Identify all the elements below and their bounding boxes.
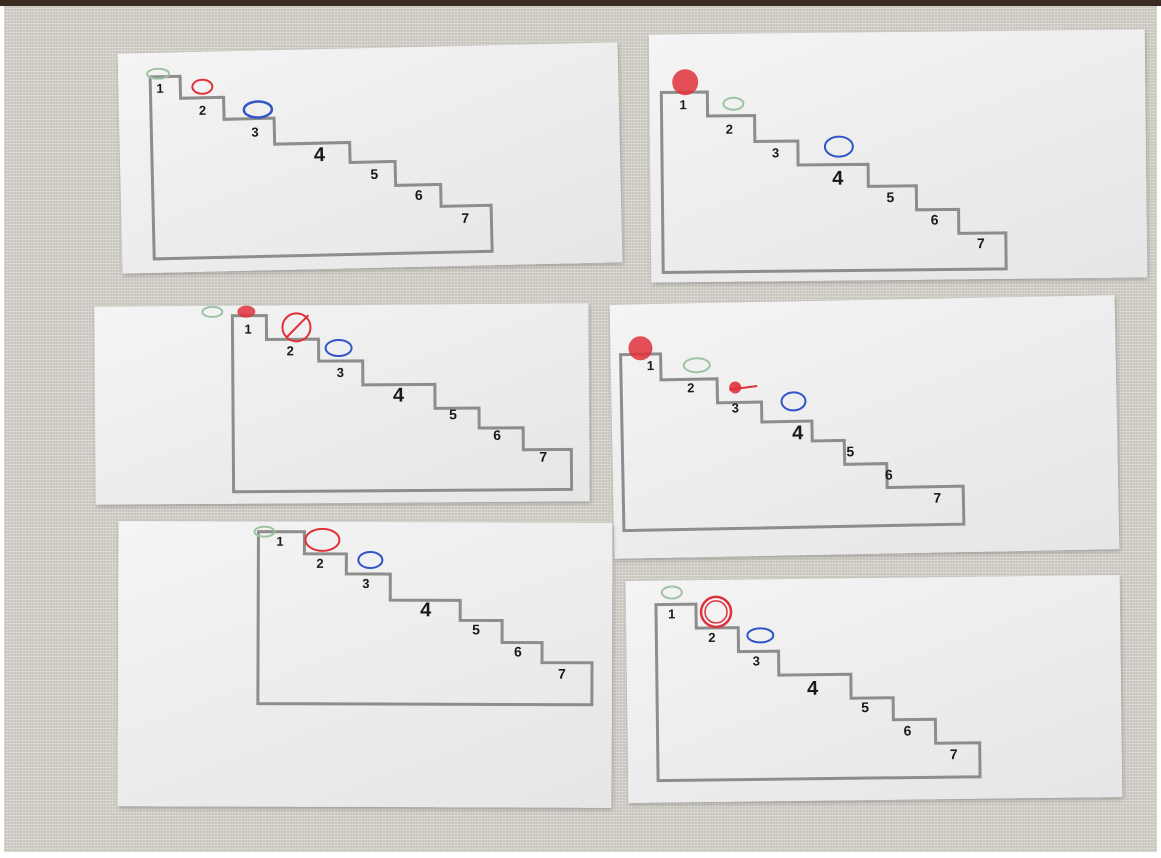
step-label: 7 — [558, 666, 566, 682]
red-marker-circle — [705, 601, 727, 623]
staircase-drawing: 1 2 3 4 5 6 7 — [649, 29, 1148, 282]
step-label: 6 — [931, 212, 939, 228]
step-label: 6 — [415, 187, 423, 203]
step-label: 5 — [449, 406, 457, 422]
step-label: 6 — [493, 427, 501, 443]
staircase-card-5: 1 2 3 4 5 6 7 — [118, 521, 613, 808]
staircase-card-4: 1 2 3 4 5 6 7 — [610, 295, 1120, 559]
step-label: 5 — [861, 699, 869, 715]
step-label: 5 — [472, 621, 480, 637]
step-label: 4 — [393, 385, 405, 407]
step-label: 2 — [726, 122, 733, 137]
blue-marker-circle — [326, 340, 352, 356]
step-label: 5 — [370, 166, 378, 182]
step-label: 4 — [314, 144, 326, 166]
staircase-card-3: 1 2 3 4 5 6 7 — [94, 303, 589, 504]
step-label: 6 — [514, 644, 522, 660]
step-label: 2 — [708, 630, 715, 645]
red-marker-circle — [192, 80, 212, 94]
blue-marker-circle — [747, 628, 773, 642]
step-label: 7 — [461, 210, 469, 226]
staircase-drawing: 1 2 3 4 5 6 7 — [118, 42, 623, 273]
step-label: 2 — [316, 556, 323, 571]
blue-marker-circle — [244, 101, 272, 118]
step-label: 1 — [679, 97, 686, 112]
staircase-card-2: 1 2 3 4 5 6 7 — [649, 29, 1148, 282]
step-label: 3 — [362, 576, 369, 591]
step-label: 5 — [846, 443, 854, 459]
red-marker-circle — [305, 529, 339, 551]
step-label: 1 — [647, 358, 655, 373]
step-label: 4 — [807, 678, 819, 700]
blue-marker-circle — [825, 136, 853, 156]
step-label: 3 — [251, 125, 259, 140]
step-label: 3 — [753, 653, 760, 668]
staircase-drawing: 1 2 3 4 5 6 7 — [118, 521, 613, 808]
staircase-card-6: 1 2 3 4 5 6 7 — [626, 575, 1123, 803]
green-marker-circle — [684, 358, 710, 372]
green-marker-circle — [662, 586, 682, 598]
staircase-drawing: 1 2 3 4 5 6 7 — [610, 295, 1120, 559]
staircase-card-1: 1 2 3 4 5 6 7 — [118, 42, 623, 273]
step-label: 7 — [977, 235, 985, 251]
green-marker-circle — [202, 307, 222, 317]
red-marker-circle — [628, 336, 652, 360]
blue-marker-circle — [358, 552, 382, 568]
step-label: 2 — [687, 380, 695, 395]
staircase-drawing: 1 2 3 4 5 6 7 — [626, 575, 1123, 803]
step-label: 1 — [276, 534, 283, 549]
step-label: 2 — [287, 343, 294, 358]
step-label: 1 — [244, 322, 251, 337]
step-label: 4 — [832, 168, 844, 190]
step-label: 6 — [885, 466, 893, 482]
red-marker-stroke — [286, 315, 308, 337]
step-label: 6 — [903, 723, 911, 739]
step-label: 3 — [772, 145, 779, 160]
blue-marker-circle — [781, 392, 805, 410]
step-label: 1 — [668, 606, 675, 621]
green-marker-circle — [723, 98, 743, 110]
step-label: 7 — [933, 490, 941, 506]
step-label: 4 — [792, 422, 804, 444]
step-label: 7 — [950, 746, 958, 762]
step-label: 4 — [420, 599, 432, 621]
step-label: 5 — [886, 189, 894, 205]
step-label: 3 — [731, 400, 739, 415]
staircase-drawing: 1 2 3 4 5 6 7 — [94, 303, 589, 504]
step-label: 3 — [337, 365, 344, 380]
step-label: 7 — [539, 449, 547, 465]
step-label: 2 — [199, 103, 207, 118]
step-label: 1 — [156, 81, 164, 96]
